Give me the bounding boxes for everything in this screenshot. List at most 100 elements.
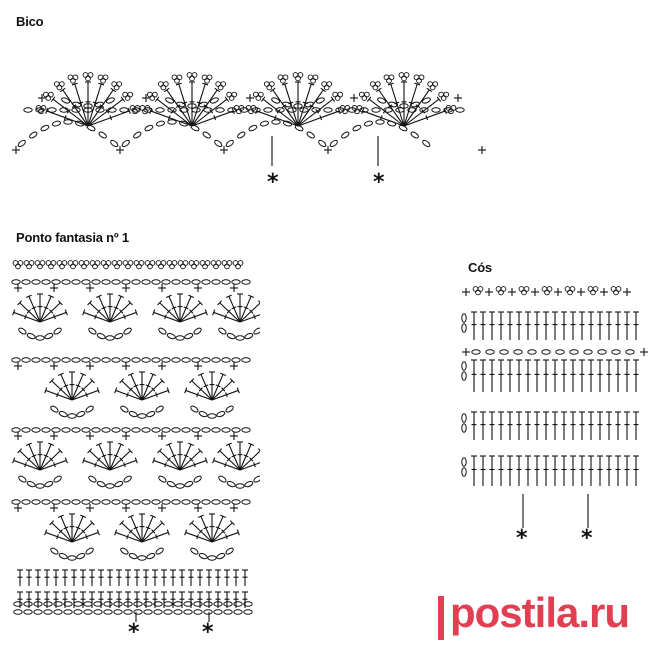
fan-picot [124, 95, 131, 101]
ponto-fan [87, 300, 93, 306]
bico-base-arc [363, 120, 374, 127]
ponto-fan [166, 387, 170, 394]
fan-picot [337, 91, 344, 98]
bico-fan [52, 98, 89, 127]
ponto-fan [109, 296, 122, 323]
ponto-chain-row [241, 357, 251, 363]
bico-fan [272, 89, 299, 127]
ponto-fan [83, 459, 111, 471]
ponto-chain-row [73, 601, 83, 607]
bico-fan [71, 82, 78, 86]
ponto-fan [71, 522, 93, 543]
fan-picot [162, 81, 169, 87]
ponto-fan [12, 309, 16, 316]
ponto-fan [64, 309, 68, 316]
ponto-chain-row [111, 279, 121, 285]
ponto-chain-row [213, 609, 223, 615]
ponto-chain-row [131, 499, 141, 505]
bico-base-arc [259, 120, 270, 127]
ponto-fan [183, 454, 189, 458]
ponto-fan [257, 448, 260, 452]
cos-turn-chain [461, 413, 467, 423]
bico-fan [281, 82, 288, 86]
bico-fan [87, 89, 114, 127]
bico-fan [231, 107, 235, 114]
ponto-fan [179, 444, 192, 471]
cos-bobble [472, 286, 479, 292]
ponto-chain-row [223, 601, 233, 607]
bico-base-arc [329, 139, 338, 148]
ponto-top-picot [89, 260, 96, 266]
logo-text: postila.ru [450, 589, 630, 636]
ponto-top-picot [213, 263, 219, 270]
fan-picot [45, 95, 52, 101]
ponto-arc [67, 413, 77, 419]
ponto-fan [13, 459, 41, 471]
bico-fan [209, 108, 214, 114]
ponto-chain-row [131, 357, 141, 363]
ponto-chain-row [31, 357, 41, 363]
ponto-chain-row [231, 357, 241, 363]
bico-fan [110, 87, 117, 93]
ponto-fan [191, 380, 213, 401]
cos-turn-chain [461, 361, 467, 371]
bico-fan-arc [315, 97, 325, 104]
ponto-chain-row [143, 609, 153, 615]
bico-fan-arc [83, 103, 93, 109]
ponto-chain-row [93, 601, 103, 607]
ponto-fan [51, 522, 73, 543]
bico-base-arc [237, 131, 246, 139]
bico-title: Bico [16, 14, 44, 29]
ponto-fan [28, 444, 41, 471]
bico-base-arc [248, 124, 258, 132]
cos-chain-row [555, 349, 565, 355]
ponto-chain-row [141, 357, 151, 363]
ponto-top-picot [100, 260, 107, 266]
ponto-fan [49, 309, 54, 314]
ponto-arc [198, 410, 208, 418]
ponto-chain-row [131, 279, 141, 285]
ponto-chain-row [201, 427, 211, 433]
ponto-chain-row [83, 609, 93, 615]
ponto-fan [179, 296, 192, 323]
bico-fan [66, 108, 71, 114]
ponto-fan [89, 520, 95, 526]
fan-picot [358, 91, 365, 98]
bico-fan-arc [165, 97, 175, 104]
ponto-chain-row [143, 601, 153, 607]
ponto-chain-row [211, 279, 221, 285]
bico-base-arc [375, 119, 385, 125]
ponto-chain-row [31, 279, 41, 285]
ponto-fan [228, 444, 241, 471]
fan-picot [139, 105, 146, 111]
cos-turn-chain [461, 371, 467, 381]
ponto-fan [204, 457, 208, 464]
ponto-fan [109, 450, 131, 471]
cos-chain-row [625, 349, 635, 355]
ponto-chain-row [133, 601, 143, 607]
ponto-arc [253, 327, 260, 335]
ponto-fan [159, 302, 181, 323]
ponto-fan [13, 311, 41, 323]
ponto-fan [31, 306, 37, 310]
fan-picot [440, 95, 447, 101]
ponto-chain-row [161, 279, 171, 285]
fan-picot [142, 108, 148, 115]
ponto-chain-row [81, 279, 91, 285]
bico-fan [403, 89, 430, 127]
ponto-fan [224, 314, 227, 320]
cos-bobble [592, 286, 599, 292]
ponto-arc [35, 483, 45, 489]
ponto-fan [257, 300, 260, 304]
ponto-chain-row [33, 601, 43, 607]
ponto-fan [57, 448, 63, 454]
ponto-fan [225, 392, 228, 398]
ponto-chain-row [31, 427, 41, 433]
ponto-chain-row [123, 609, 133, 615]
ponto-arc [175, 335, 185, 341]
cos-chain-row [485, 349, 495, 355]
fan-picot [354, 108, 360, 115]
bico-fan [256, 110, 299, 127]
ponto-fan [45, 531, 73, 543]
ponto-chain-row [133, 609, 143, 615]
